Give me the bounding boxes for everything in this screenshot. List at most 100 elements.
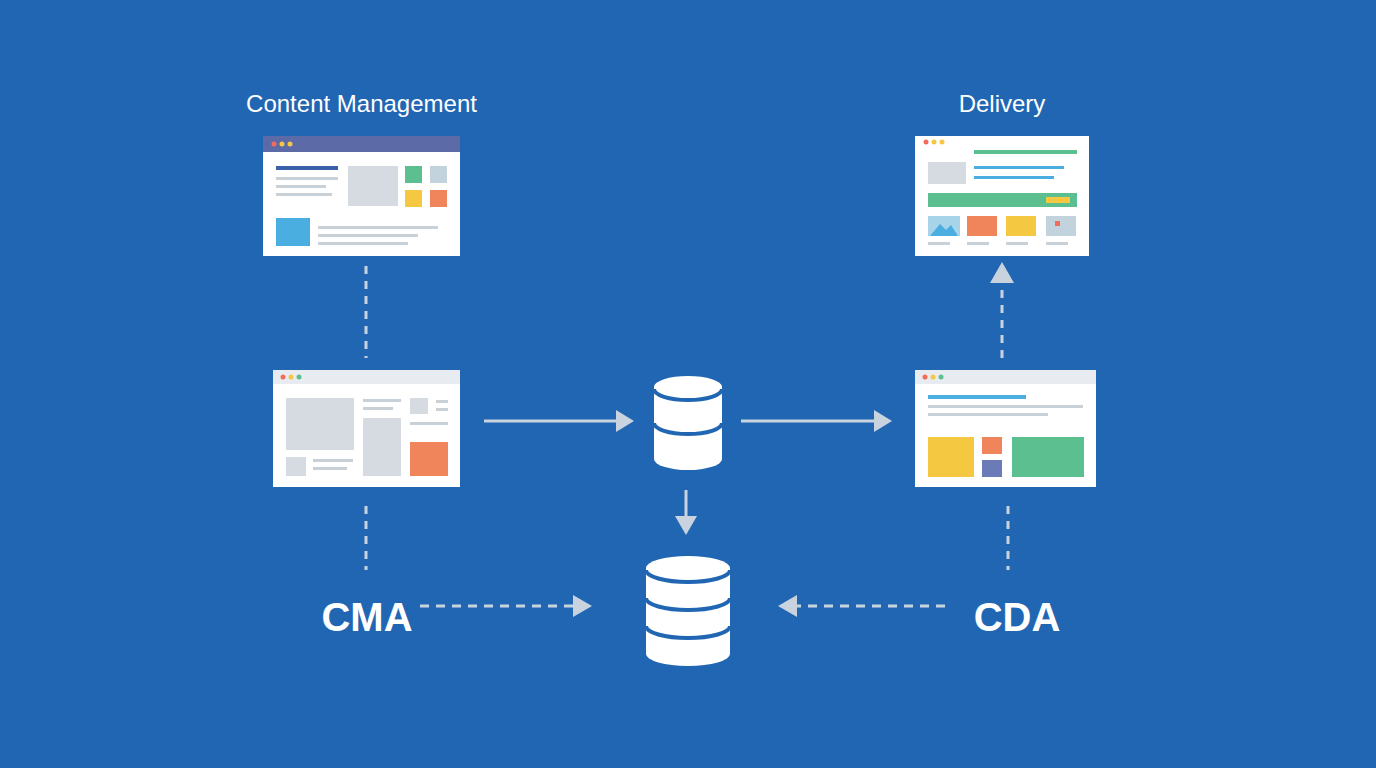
text-line (436, 400, 448, 403)
preview-window (915, 370, 1096, 487)
solid-arrow (741, 420, 874, 423)
window-heading: Content Management (246, 89, 477, 119)
tile (410, 398, 428, 414)
tile (928, 437, 974, 477)
window-dot (932, 140, 937, 145)
window-dot (288, 142, 293, 147)
browser-window: Delivery (915, 136, 1089, 256)
dashed-line (365, 506, 368, 570)
dashed-arrow (1001, 282, 1004, 358)
tile (410, 442, 448, 476)
text-line (967, 242, 989, 245)
image-block (928, 162, 966, 184)
tile (405, 166, 422, 183)
arrow-head (675, 516, 697, 535)
image-block (348, 166, 398, 206)
tile (1046, 216, 1076, 236)
database-base (646, 642, 730, 666)
arrow-head (874, 410, 892, 432)
title-bar (915, 370, 1096, 384)
window-dot (931, 375, 936, 380)
title-bar (263, 136, 460, 152)
window-frame (273, 370, 460, 487)
banner (928, 193, 1077, 207)
text-line (318, 242, 408, 245)
button (1046, 197, 1070, 203)
text-line (276, 185, 326, 188)
cms-window (263, 136, 460, 256)
window-dot (297, 375, 302, 380)
solid-arrow (484, 420, 618, 423)
text-line (974, 176, 1054, 179)
text-line (410, 422, 448, 425)
database-body (646, 568, 730, 654)
window-frame (915, 136, 1089, 256)
dashed-line (1007, 506, 1010, 570)
solid-arrow (685, 490, 688, 518)
database-band (646, 626, 730, 638)
window-dot (924, 140, 929, 145)
title-bar (273, 370, 460, 384)
tile (1012, 437, 1084, 477)
window-dot (940, 140, 945, 145)
text-line (436, 408, 448, 411)
database-icon (654, 376, 722, 470)
image-block (363, 418, 401, 476)
api-label: CMA (321, 594, 412, 640)
text-line (313, 467, 347, 470)
database-band (646, 598, 730, 610)
dashed-arrow (420, 605, 574, 608)
database-band (654, 389, 722, 400)
text-line (276, 193, 332, 196)
arrow-heads (573, 262, 1014, 617)
database-icon (646, 556, 730, 666)
text-line (928, 405, 1083, 408)
tile (967, 216, 997, 236)
text-line (974, 166, 1064, 169)
tile (1006, 216, 1036, 236)
arrow-head (990, 262, 1014, 283)
api-label: CDA (974, 594, 1061, 640)
tile (405, 190, 422, 207)
arrow-head (778, 595, 797, 617)
image-block (286, 398, 354, 450)
window-dot (289, 375, 294, 380)
text-line (313, 459, 353, 462)
text-line (276, 177, 338, 180)
image-block (276, 218, 310, 246)
window-dot (939, 375, 944, 380)
window-dot (272, 142, 277, 147)
tile (982, 437, 1002, 454)
database-band (646, 570, 730, 582)
window-dot (280, 142, 285, 147)
site-window (915, 136, 1089, 256)
tile (430, 190, 447, 207)
tile-dot (1055, 221, 1060, 226)
database-band (654, 423, 722, 434)
text-line (318, 226, 438, 229)
tile (286, 457, 306, 476)
text-line (928, 413, 1048, 416)
editor-window (273, 370, 460, 487)
text-line (363, 407, 393, 410)
text-line (974, 150, 1077, 154)
text-line (928, 395, 1026, 399)
tile (982, 460, 1002, 477)
window-frame (915, 370, 1096, 487)
window-frame (263, 136, 460, 256)
image-block (928, 216, 960, 236)
text-line (363, 399, 401, 402)
window-dot (281, 375, 286, 380)
browser-window: Content Management (263, 136, 460, 256)
text-line (276, 166, 338, 170)
dashed-line (365, 266, 368, 358)
arrow-head (573, 595, 592, 617)
flow-lines (366, 266, 1008, 606)
window-dot (923, 375, 928, 380)
dashed-arrow (796, 605, 945, 608)
text-line (928, 242, 950, 245)
tile (430, 166, 447, 183)
